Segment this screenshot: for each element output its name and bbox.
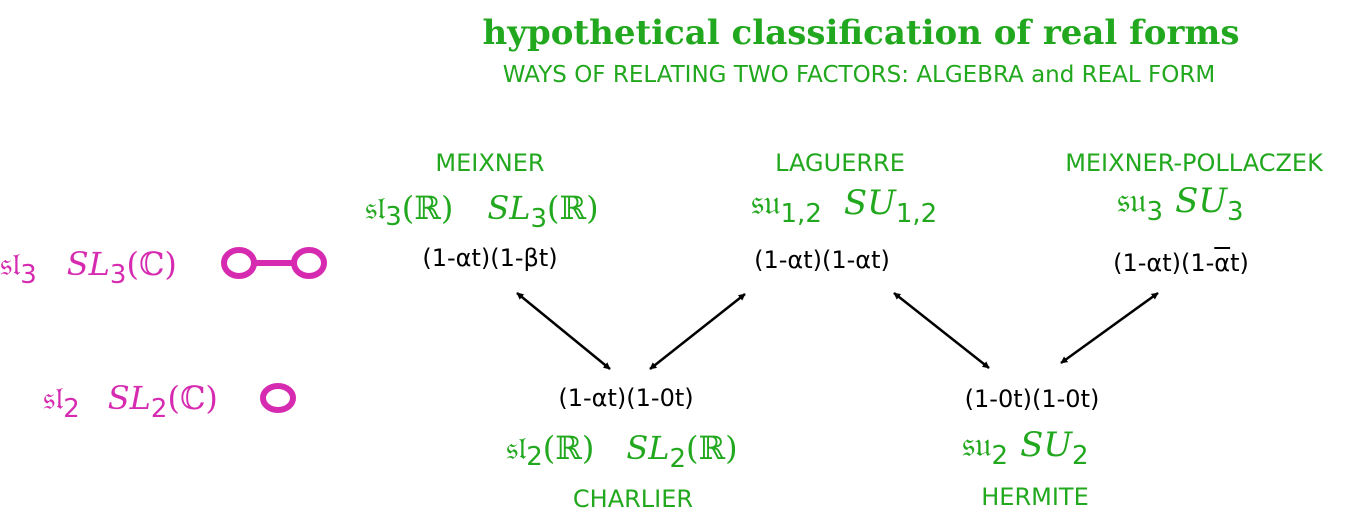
- sl3-group-field: (ℂ): [126, 245, 177, 283]
- dynkin-two-node-icon: [221, 247, 327, 279]
- meixner-formula: (1-αt)(1-βt): [422, 244, 558, 272]
- charlier-group-sub: 2: [669, 444, 687, 474]
- laguerre-name: LAGUERRE: [775, 149, 905, 177]
- meixner-group-field: (ℝ): [547, 189, 599, 227]
- laguerre-group: SU: [843, 183, 896, 223]
- charlier-forms: 𝔰𝔩2(ℝ)SL2(ℝ): [506, 432, 738, 472]
- dynkin-node-single: [260, 383, 296, 413]
- meixner-group: SL: [487, 189, 531, 227]
- laguerre-algebra-sub: 1,2: [780, 199, 822, 229]
- meixner-algebra: 𝔰𝔩: [365, 189, 386, 227]
- laguerre-algebra: 𝔰𝔲: [751, 183, 781, 223]
- meixner-pollaczek-group-sub: 3: [1227, 197, 1244, 227]
- sl3-group-sub: 3: [109, 260, 127, 290]
- hermite-group-sub: 2: [1072, 441, 1089, 471]
- edge-laguerre-charlier: [649, 293, 746, 370]
- meixner-group-sub: 3: [530, 204, 548, 234]
- laguerre-group-sub: 1,2: [895, 199, 938, 229]
- meixner-pollaczek-formula: (1-αt)(1-αt): [1113, 251, 1249, 275]
- dynkin-node-2: [291, 247, 327, 279]
- sl2-group-field: (ℂ): [167, 379, 218, 417]
- sl3-algebra-symbol: 𝔰𝔩: [0, 245, 21, 283]
- meixner-pollaczek-algebra: 𝔰𝔲: [1117, 181, 1147, 221]
- sl2-group-symbol: SL: [107, 379, 151, 417]
- sl3-algebra-sub: 3: [20, 260, 37, 290]
- hermite-name: HERMITE: [981, 483, 1089, 511]
- hermite-algebra-sub: 2: [991, 441, 1009, 471]
- dynkin-one-node-icon: [260, 383, 296, 413]
- edge-laguerre-hermite: [893, 292, 990, 369]
- meixner-algebra-field: (ℝ): [401, 189, 454, 227]
- edge-meixner-charlier: [516, 292, 611, 370]
- hermite-formula: (1-0t)(1-0t): [964, 385, 1100, 413]
- meixner-name: MEIXNER: [435, 149, 545, 177]
- hermite-algebra: 𝔰𝔲: [962, 425, 992, 465]
- edge-meixner-pollaczek-hermite: [1060, 291, 1159, 365]
- meixner-pollaczek-group: SU: [1175, 181, 1228, 221]
- meixner-pollaczek-algebra-sub: 3: [1146, 197, 1164, 227]
- charlier-algebra-field: (ℝ): [542, 429, 595, 467]
- sl2-algebra-sub: 2: [63, 394, 80, 424]
- laguerre-formula: (1-αt)(1-αt): [754, 246, 890, 274]
- meixner-algebra-sub: 3: [385, 202, 402, 232]
- sl2-algebra-symbol: 𝔰𝔩: [43, 379, 64, 417]
- meixner-pollaczek-formula-suffix: t): [1230, 249, 1249, 277]
- meixner-pollaczek-formula-conjugate: α: [1214, 249, 1231, 277]
- meixner-pollaczek-name: MEIXNER-POLLACZEK: [1065, 149, 1323, 177]
- charlier-algebra: 𝔰𝔩: [506, 429, 527, 467]
- charlier-group: SL: [626, 429, 670, 467]
- charlier-algebra-sub: 2: [526, 442, 543, 472]
- diagram-title: hypothetical classification of real form…: [482, 13, 1240, 53]
- meixner-forms: 𝔰𝔩3(ℝ)SL3(ℝ): [365, 192, 599, 232]
- dynkin-node-1: [221, 247, 257, 279]
- charlier-name: CHARLIER: [572, 485, 694, 513]
- meixner-pollaczek-formula-prefix: (1-αt)(1-: [1113, 249, 1215, 277]
- hermite-group: SU: [1020, 425, 1073, 465]
- charlier-formula: (1-αt)(1-0t): [558, 384, 694, 412]
- diagram-subtitle: WAYS OF RELATING TWO FACTORS: ALGEBRA an…: [502, 62, 1216, 88]
- sl3-group-symbol: SL: [66, 245, 110, 283]
- sl2-group-sub: 2: [150, 394, 168, 424]
- charlier-group-field: (ℝ): [686, 429, 738, 467]
